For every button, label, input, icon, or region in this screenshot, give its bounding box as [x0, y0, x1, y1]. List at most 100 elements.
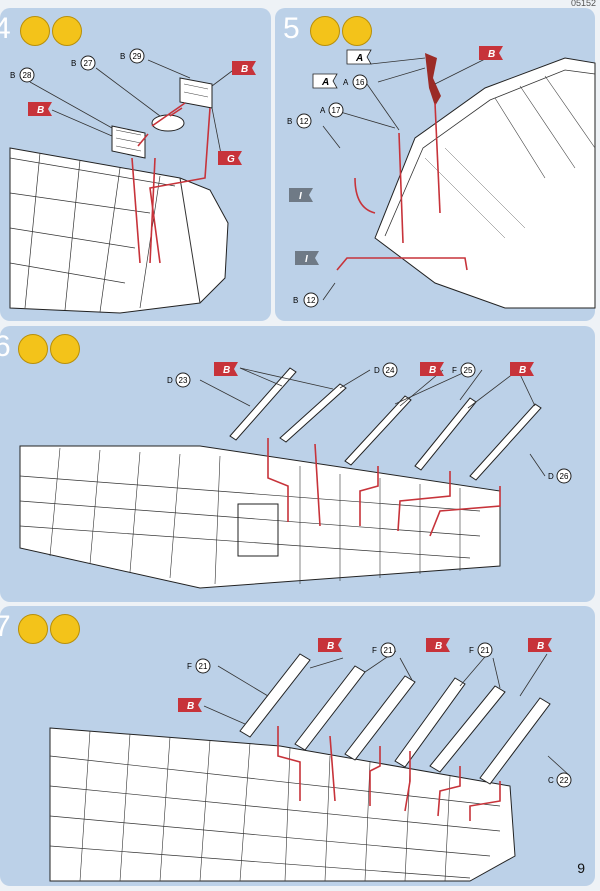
color-flag: B [232, 61, 256, 75]
paint-brush-icon [52, 16, 82, 46]
part-number-circle [352, 74, 368, 90]
ship-bow [374, 57, 596, 309]
part-number: 21 [199, 662, 208, 671]
part-sprue-letter: F [452, 366, 457, 375]
part-number: 24 [386, 366, 395, 375]
part-sprue-letter: F [372, 646, 377, 655]
color-flag: I [295, 251, 319, 265]
part-number: 12 [307, 296, 316, 305]
part-number-circle [556, 772, 572, 788]
color-flag: B [479, 46, 503, 60]
svg-text:B: B [223, 365, 230, 376]
step-5-panel: 5 A 16 A [275, 8, 596, 321]
mast-part [425, 53, 441, 106]
svg-text:B: B [327, 641, 334, 652]
step-6-number: 6 [0, 330, 11, 363]
svg-text:B: B [241, 64, 248, 75]
part-sprue-letter: D [167, 376, 173, 385]
part-number: 29 [133, 52, 142, 61]
color-flag: A [312, 73, 338, 89]
glue-icon [310, 16, 340, 46]
part-sprue-letter: B [10, 71, 15, 80]
part-sprue-letter: B [120, 52, 125, 61]
color-flag: B [426, 638, 450, 652]
paint-brush-icon [342, 16, 372, 46]
glue-icon [20, 16, 50, 46]
part-number-circle [460, 362, 476, 378]
step-6-panel: 6 [0, 326, 595, 602]
part-sprue-letter: B [71, 59, 76, 68]
color-flag: I [289, 188, 313, 202]
assembly-arrows [277, 726, 501, 821]
color-flag: B [528, 638, 552, 652]
part-number-circle [296, 113, 312, 129]
part-sprue-letter: B [293, 296, 298, 305]
svg-text:I: I [305, 254, 308, 265]
svg-text:A: A [321, 77, 329, 88]
part-number-circle [80, 55, 96, 71]
part-number: 22 [560, 776, 569, 785]
part-sprue-letter: D [548, 472, 554, 481]
part-number-circle [19, 67, 35, 83]
part-number: 23 [179, 376, 188, 385]
part-number-circle [303, 292, 319, 308]
step-5-number: 5 [283, 12, 300, 45]
color-flag: B [510, 362, 534, 376]
assembly-arrows [131, 102, 211, 264]
hatch-panel-part [239, 653, 551, 785]
color-flag: B [420, 362, 444, 376]
part-number-circle [328, 102, 344, 118]
part-sprue-letter: A [320, 106, 326, 115]
part-number-circle [556, 468, 572, 484]
svg-text:G: G [227, 154, 235, 165]
part-number: 12 [300, 117, 309, 126]
svg-text:B: B [429, 365, 436, 376]
assembly-arrows [336, 102, 468, 271]
hatch-cover-part [229, 367, 542, 481]
part-number-circle [380, 642, 396, 658]
assembly-arrows [267, 438, 501, 537]
paint-brush-icon [50, 334, 80, 364]
svg-text:B: B [187, 701, 194, 712]
document-code: 05152 [570, 0, 596, 8]
step-4-panel: 4 [0, 8, 271, 321]
color-flag: B [178, 698, 202, 712]
svg-text:I: I [299, 191, 302, 202]
glue-icon [18, 614, 48, 644]
color-flag: A [346, 49, 372, 65]
part-sprue-letter: B [287, 117, 292, 126]
part-number: 25 [464, 366, 473, 375]
svg-text:B: B [519, 365, 526, 376]
page-number: 9 [577, 860, 585, 876]
step-5-drawing: A 16 A 17 B 12 B 12 A A B I I [287, 46, 596, 309]
part-number-circle [175, 372, 191, 388]
ship-deck [9, 147, 229, 314]
paint-brush-icon [50, 614, 80, 644]
ship-deck [19, 445, 501, 589]
part-number: 21 [384, 646, 393, 655]
part-number: 27 [84, 59, 93, 68]
platform-part [111, 77, 213, 159]
svg-text:B: B [488, 49, 495, 60]
part-number-circle [477, 642, 493, 658]
step-4-drawing: B 28 B 27 B 29 B B G [9, 48, 256, 314]
part-sprue-letter: C [548, 776, 554, 785]
step-7-number: 7 [0, 610, 11, 643]
part-sprue-letter: F [469, 646, 474, 655]
part-sprue-letter: F [187, 662, 192, 671]
part-number: 21 [481, 646, 490, 655]
part-number: 26 [560, 472, 569, 481]
svg-text:B: B [37, 105, 44, 116]
color-flag: B [214, 362, 238, 376]
part-number: 28 [23, 71, 32, 80]
glue-icon [18, 334, 48, 364]
part-number: 17 [332, 106, 341, 115]
part-number-circle [129, 48, 145, 64]
color-flag: G [218, 151, 242, 165]
step-7-panel: 7 [0, 606, 595, 886]
part-number-circle [382, 362, 398, 378]
ship-deck [49, 727, 516, 882]
part-number: 16 [356, 78, 365, 87]
color-flag: B [318, 638, 342, 652]
step-7-drawing: F 21 F 21 F 21 C 22 B B B B [49, 638, 572, 882]
